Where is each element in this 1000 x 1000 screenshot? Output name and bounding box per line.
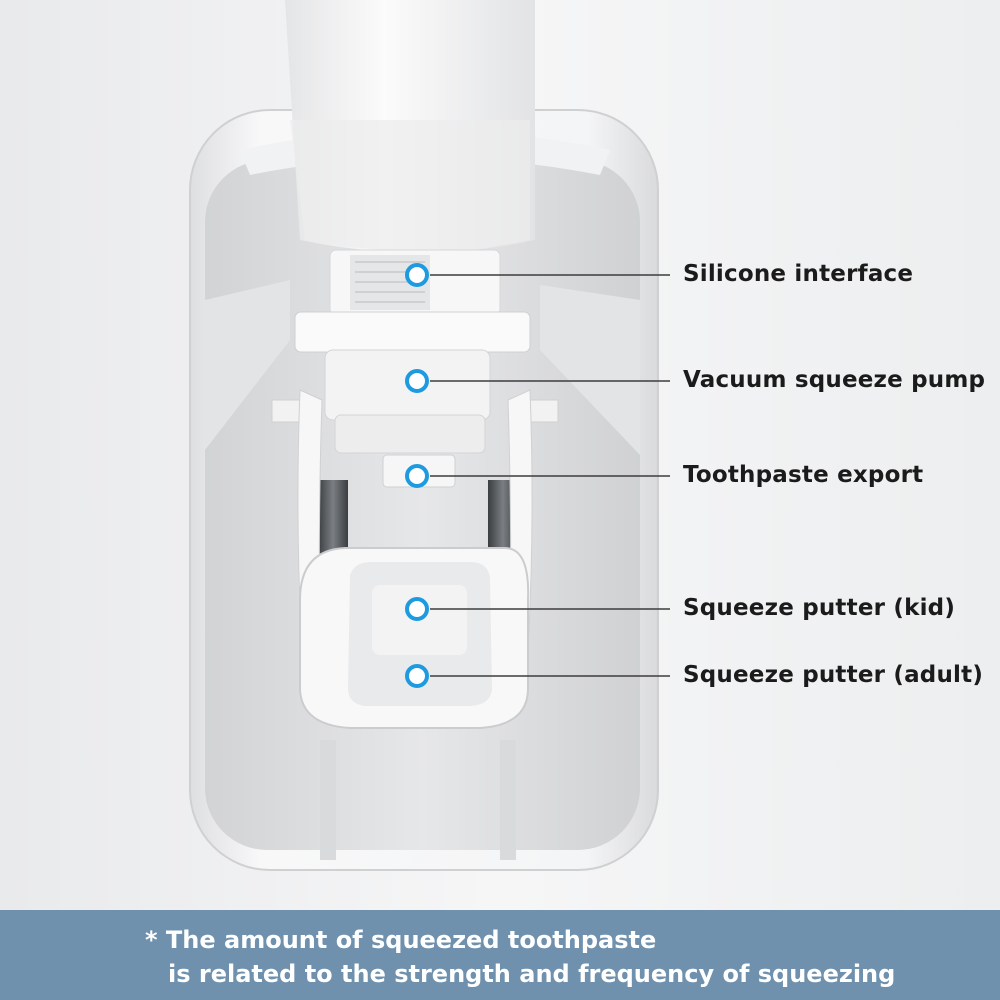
footnote-line-2: is related to the strength and frequency…: [168, 960, 896, 988]
callout-silicone-interface: Silicone interface: [683, 261, 914, 287]
marker-dot-toothpaste-export: [405, 464, 429, 488]
footnote-band: * The amount of squeezed toothpaste is r…: [0, 910, 1000, 1000]
callout-squeeze-putter-kid: Squeeze putter (kid): [683, 595, 956, 621]
marker-dot-squeeze-putter-adult: [405, 664, 429, 688]
marker-dot-silicone-interface: [405, 263, 429, 287]
callout-squeeze-putter-adult: Squeeze putter (adult): [683, 662, 984, 688]
footnote-line-1: * The amount of squeezed toothpaste: [145, 926, 657, 954]
callout-vacuum-squeeze-pump: Vacuum squeeze pump: [683, 367, 986, 393]
marker-dot-vacuum-squeeze-pump: [405, 369, 429, 393]
marker-dot-squeeze-putter-kid: [405, 597, 429, 621]
callout-toothpaste-export: Toothpaste export: [683, 462, 924, 488]
product-photo: Silicone interface Vacuum squeeze pump T…: [0, 0, 1000, 910]
